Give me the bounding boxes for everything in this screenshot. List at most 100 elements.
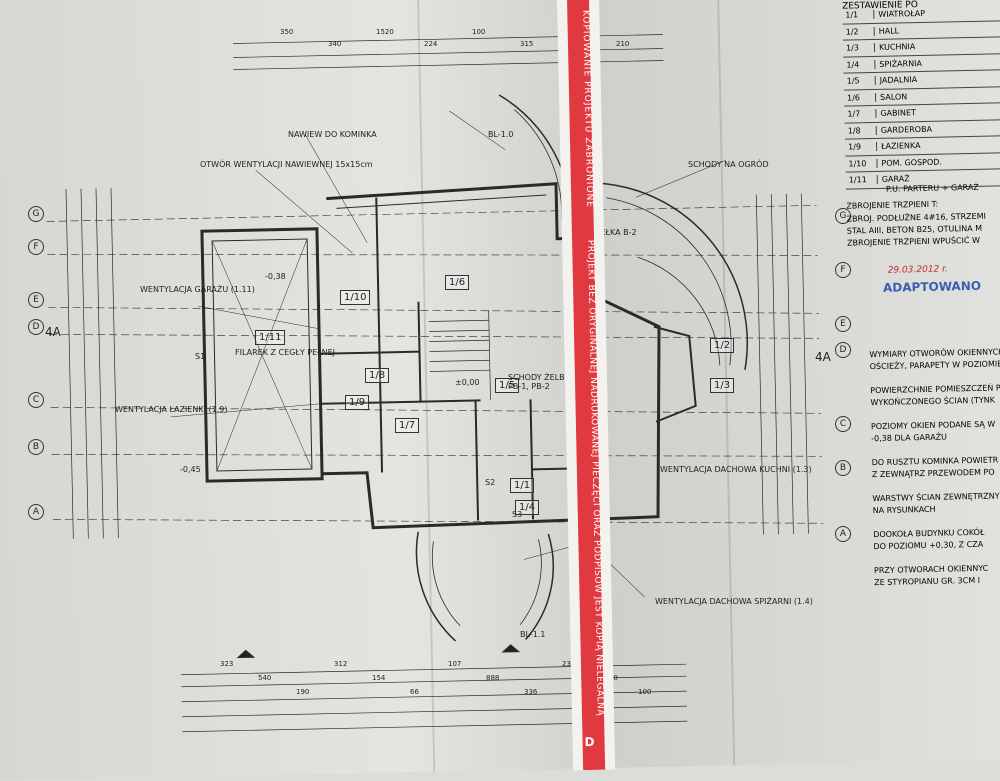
section-marker — [236, 649, 256, 659]
room-number: 1/5 — [843, 76, 876, 86]
side-note: -0,38 DLA GARAŻU — [871, 432, 948, 444]
stairs — [428, 310, 491, 401]
axis-bubble: G — [28, 206, 44, 222]
dimension-line — [755, 194, 764, 535]
room-tag: 1/3 — [710, 378, 735, 393]
dimension-value: 340 — [328, 40, 342, 48]
dimension-value: 312 — [334, 660, 348, 668]
partition-wall — [529, 399, 535, 520]
axis-bubble: F — [28, 239, 44, 255]
axis-bubble: F — [835, 262, 851, 278]
room-tag: 1/4 — [515, 500, 540, 515]
room-name: JADALNIA — [879, 75, 918, 86]
dimension-value: 210 — [616, 40, 630, 48]
dimension-line — [800, 193, 809, 534]
axis-bubble: A — [28, 504, 44, 520]
label-wall-s1: S1 — [195, 352, 206, 361]
dimension-value: 100 — [638, 688, 652, 696]
label-garage-vent: WENTYLACJA GARAŻU (1.11) — [140, 285, 255, 294]
dimension-line — [770, 194, 779, 535]
room-number: 1/10 — [845, 158, 878, 169]
axis-bubble: B — [835, 460, 851, 476]
axis-bubble: B — [28, 439, 44, 455]
dimension-line — [785, 193, 794, 534]
label-belka1: BL-1.0 — [488, 130, 514, 139]
room-name: KUCHNIA — [878, 42, 916, 53]
axis-bubble: C — [835, 416, 851, 432]
side-note: OŚCIEŻY, PARAPETY W POZIOMIE — [869, 359, 1000, 372]
room-tag: 1/1 — [510, 478, 535, 493]
room-number: 1/11 — [845, 175, 878, 185]
room-number: 1/3 — [842, 43, 876, 53]
room-tag: 1/7 — [395, 418, 420, 433]
room-tag: 1/2 — [710, 338, 735, 353]
room-tag: 1/9 — [345, 395, 370, 410]
axis-bubble: G — [835, 208, 851, 224]
axis-bubble: A — [835, 526, 851, 542]
room-name: HALL — [878, 26, 900, 36]
dimension-value: 224 — [424, 40, 438, 48]
label-stairs: SCHODY ŻELBET. PB-1, PB-2 — [508, 373, 577, 391]
dimension-line — [65, 189, 74, 539]
room-number: 1/6 — [843, 92, 877, 103]
strip-text-upper: KOPIOWANIE PROJEKTU ZABRONIONE — [580, 9, 595, 209]
room-tag: 1/11 — [255, 330, 286, 345]
strip-letter: D — [584, 734, 595, 750]
axis-bubble: C — [28, 392, 44, 408]
axis-bubble: D — [835, 342, 851, 358]
label-belka2: BEŁKA B-2 — [595, 228, 637, 237]
date-stamp: 29.03.2012 r. — [887, 264, 948, 276]
side-note: NA RYSUNKACH — [872, 504, 936, 516]
room-name: ŁAZIENKA — [881, 141, 921, 152]
room-tag: 1/8 — [365, 368, 390, 383]
dimension-value: 336 — [524, 688, 538, 696]
dimension-value: 540 — [258, 674, 272, 682]
bay-window — [653, 325, 697, 423]
room-name: GABINET — [880, 108, 916, 119]
partition-wall — [417, 301, 422, 402]
axis-bubble: D — [28, 319, 44, 335]
room-tag: 1/5 — [495, 378, 520, 393]
axis-bubble: E — [28, 292, 44, 308]
label-level: ±0,00 — [455, 378, 480, 387]
room-name: GARDEROBA — [880, 124, 933, 135]
room-number: 1/7 — [844, 109, 877, 119]
room-number: 1/8 — [844, 125, 877, 136]
reinforcement-title: ZBROJENIE TRZPIENI T: — [846, 199, 939, 211]
label-level: -0,38 — [265, 272, 286, 281]
label-level: -0,45 — [180, 465, 201, 474]
dimension-value: 315 — [520, 40, 534, 48]
room-tag: 1/10 — [340, 290, 371, 305]
axis-bubble: E — [835, 316, 851, 332]
adapted-stamp: ADAPTOWANO — [882, 278, 982, 295]
room-number: 1/9 — [845, 142, 878, 152]
side-note: ZE STYROPIANU GR. 3CM I — [874, 575, 981, 588]
partition-wall — [375, 197, 384, 473]
partition-wall — [474, 400, 480, 521]
garage-inner — [211, 238, 313, 472]
dimension-value: 888 — [486, 674, 500, 682]
section-marker — [501, 644, 521, 653]
label-belka3: BL-1.1 — [520, 630, 546, 639]
room-name: WIATROŁAP — [878, 9, 926, 20]
dimension-value: 154 — [372, 674, 386, 682]
room-number: 1/1 — [842, 10, 875, 20]
side-note: WYKOŃCZONEGO ŚCIAN (TYNK — [870, 395, 996, 408]
dimension-value: 190 — [296, 688, 310, 696]
strip-text-lower: PROJEKT BEZ ORYGINALNEJ NADRUKOWANEJ PIE… — [585, 239, 606, 717]
dimension-value: 350 — [280, 28, 294, 36]
dimension-value: 323 — [220, 660, 234, 668]
room-name: POM. GOSPOD. — [881, 157, 943, 168]
label-pantry-vent: WENTYLACJA DACHOWA SPIŻARNI (1.4) — [655, 597, 813, 606]
room-number: 1/2 — [842, 26, 875, 37]
label-wall-s2: S2 — [485, 478, 496, 487]
table-footer: P.U. PARTERU + GARAŻ — [885, 182, 979, 194]
garden-stairs-arc — [595, 182, 748, 370]
reinforcement-line: ZBROJENIE TRZPIENI WPUŚCIĆ W — [847, 235, 981, 248]
label-wall-s3: S3 — [512, 510, 523, 519]
label-chimney: NAWIEW DO KOMINKA — [288, 130, 377, 139]
partition-wall — [319, 350, 420, 355]
